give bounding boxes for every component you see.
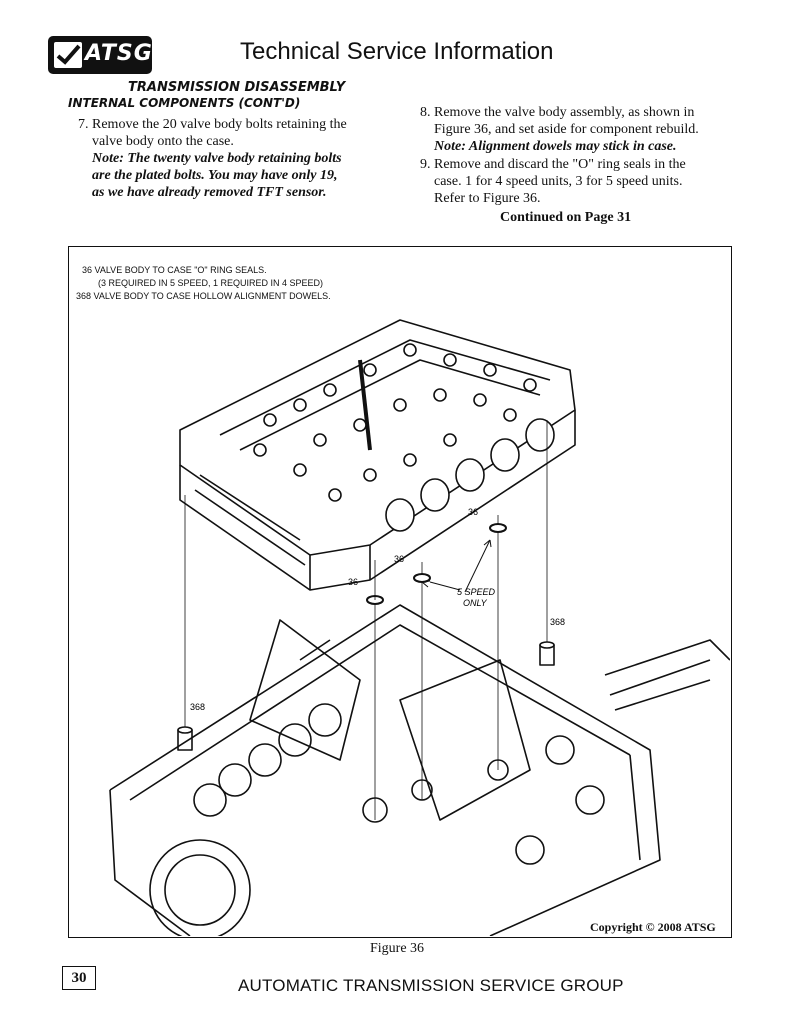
callout-368: 368 — [190, 702, 205, 712]
logo-text: ATSG — [85, 41, 153, 66]
legend-line: (3 REQUIRED IN 5 SPEED, 1 REQUIRED IN 4 … — [98, 278, 324, 288]
step-8-note: Note: Alignment dowels may stick in case… — [434, 139, 677, 154]
five-speed-arrows — [421, 539, 492, 593]
step-7-note-line: Note: The twenty valve body retaining bo… — [92, 151, 342, 166]
figure-frame — [68, 246, 732, 938]
copyright: Copyright © 2008 ATSG — [590, 920, 716, 934]
step-7-rest: valve body onto the case. — [92, 134, 234, 149]
step-9-rest: Refer to Figure 36. — [434, 191, 541, 206]
page-number: 30 — [62, 966, 96, 990]
step-8-lead: 8. Remove the valve body assembly, as sh… — [420, 105, 695, 120]
step-7: 7. Remove the 20 valve body bolts retain… — [78, 116, 378, 201]
step-8-rest: Figure 36, and set aside for component r… — [434, 122, 699, 137]
step-8: 8. Remove the valve body assembly, as sh… — [420, 104, 730, 155]
o-ring-seals — [366, 523, 507, 605]
page-title: Technical Service Information — [240, 38, 554, 65]
section-subtitle: INTERNAL COMPONENTS (CONT'D) — [68, 96, 301, 110]
callout-36: 36 — [468, 507, 478, 517]
callout-36: 36 — [394, 554, 404, 564]
continued-note: Continued on Page 31 — [500, 210, 632, 225]
five-speed-only-label: ONLY — [463, 598, 488, 608]
step-7-note-line: as we have already removed TFT sensor. — [92, 185, 327, 200]
five-speed-label: 5 SPEED — [457, 587, 496, 597]
footer-text: AUTOMATIC TRANSMISSION SERVICE GROUP — [238, 976, 624, 995]
checkmark-icon — [54, 42, 82, 68]
transmission-case — [109, 604, 730, 936]
step-7-note-line: are the plated bolts. You may have only … — [92, 168, 338, 183]
section-title: TRANSMISSION DISASSEMBLY — [128, 80, 346, 95]
alignment-dowels — [177, 641, 555, 751]
step-9-lead: 9. Remove and discard the "O" ring seals… — [420, 157, 686, 172]
callout-36: 36 — [348, 577, 358, 587]
valve-body-exploded-diagram: 36 36 36 368 368 5 SPEED ONLY — [109, 319, 730, 936]
valve-body-bolts — [253, 343, 537, 502]
step-9-rest: case. 1 for 4 speed units, 3 for 5 speed… — [434, 174, 683, 189]
legend-line: 36 VALVE BODY TO CASE "O" RING SEALS. — [82, 265, 267, 275]
step-7-lead: 7. Remove the 20 valve body bolts retain… — [78, 117, 347, 132]
atsg-logo: ATSG — [48, 36, 152, 74]
solenoids — [385, 418, 555, 532]
legend-line: 368 VALVE BODY TO CASE HOLLOW ALIGNMENT … — [76, 291, 331, 301]
callout-368: 368 — [550, 617, 565, 627]
step-9: 9. Remove and discard the "O" ring seals… — [420, 156, 730, 207]
figure-caption: Figure 36 — [370, 941, 425, 956]
